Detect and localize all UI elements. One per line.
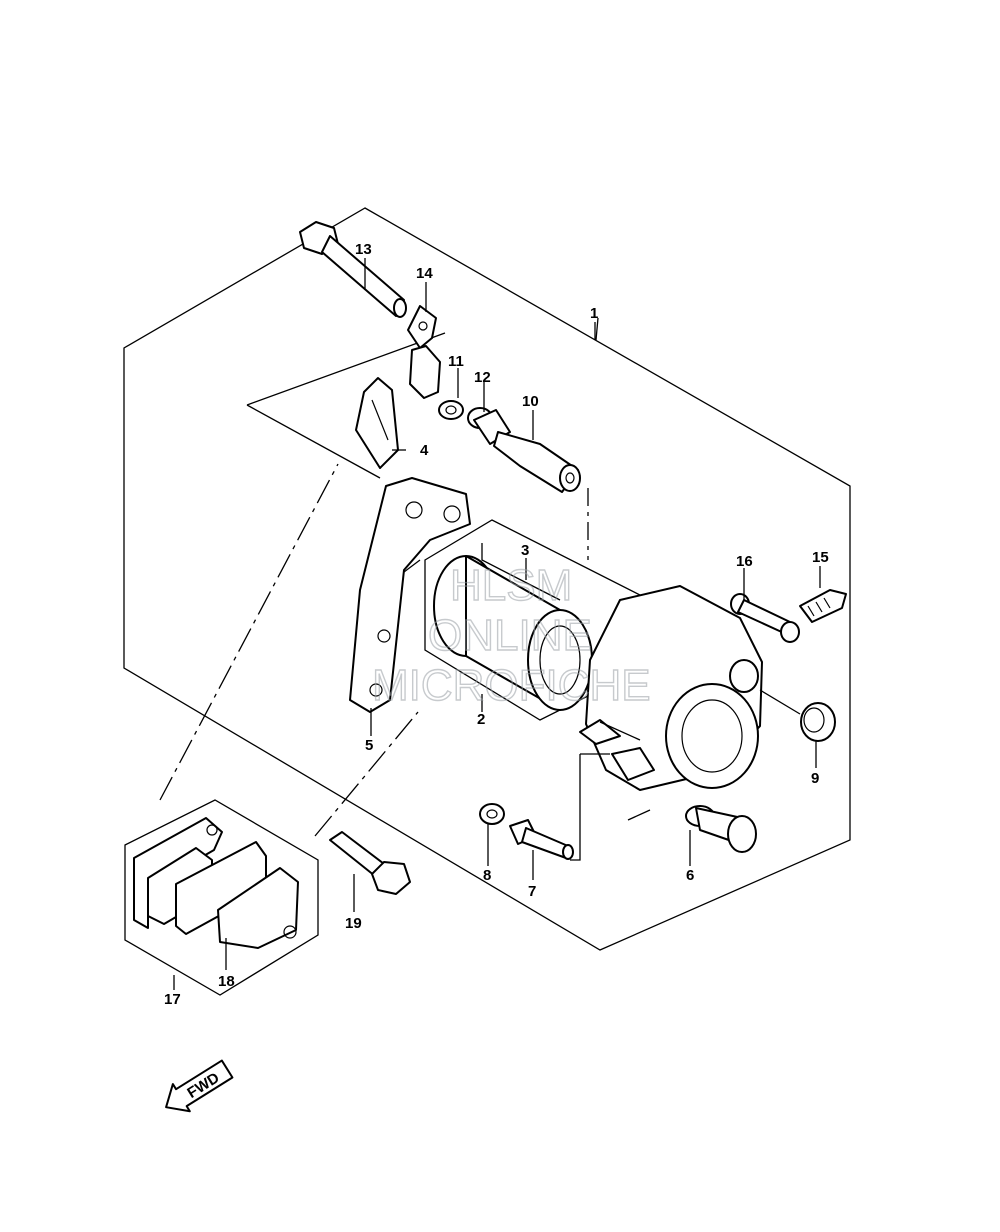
callout-11: 11 [448,353,464,370]
washer-11 [438,400,464,420]
watermark-line-1: HLSM [450,561,572,610]
callout-6: 6 [686,867,694,884]
callout-4: 4 [420,442,429,459]
watermark: HLSM ONLINE MICROFICHE [371,560,651,710]
leader-lines [159,258,821,990]
callout-labels: 1 2 3 4 5 6 7 8 9 10 11 12 13 14 15 16 1… [164,241,829,1008]
callout-16: 16 [736,553,753,570]
slide-pin-10 [493,431,581,493]
fwd-arrow: FWD [165,1059,234,1113]
callout-12: 12 [474,369,491,386]
callout-19: 19 [345,915,362,932]
bolt-13 [299,221,407,318]
callout-17: 17 [164,991,181,1008]
bolt-6 [685,805,757,853]
washer-8 [479,803,505,825]
callout-13: 13 [355,241,372,258]
callout-9: 9 [811,770,819,787]
lock-plate-14 [407,305,441,399]
piston-2 [433,555,593,711]
brake-pads-17 [133,817,299,949]
fwd-arrow-icon [165,1059,234,1113]
callout-3: 3 [521,542,529,559]
callout-2: 2 [477,711,485,728]
caliper-body [579,585,763,791]
callout-1: 1 [590,305,598,322]
callout-15: 15 [812,549,829,566]
spring-clip-4 [355,377,399,469]
callout-5: 5 [365,737,373,754]
bleeder-valve-15 [799,589,847,623]
callout-7: 7 [528,883,536,900]
callout-14: 14 [416,265,433,282]
assembly-outline [123,207,851,951]
callout-8: 8 [483,867,491,884]
bolt-7 [509,819,574,860]
callout-18: 18 [218,973,235,990]
pad-box [124,799,319,996]
bolt-19 [329,831,411,895]
plug-9 [800,702,836,742]
callout-10: 10 [522,393,539,410]
watermark-line-2: ONLINE [428,611,592,660]
watermark-line-3: MICROFICHE [372,661,651,710]
bracket-5 [349,477,471,713]
